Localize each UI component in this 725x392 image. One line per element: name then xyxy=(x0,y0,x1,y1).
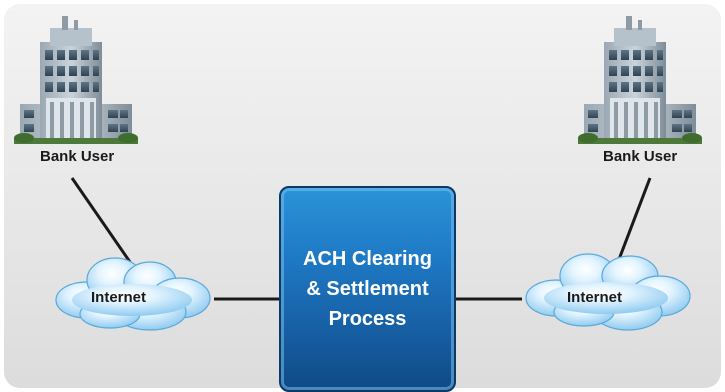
connector-right-bank-to-cloud xyxy=(616,177,652,263)
connector-left-bank-to-cloud xyxy=(70,177,132,263)
process-title-line3: Process xyxy=(328,308,407,330)
process-title-line1: ACH Clearing xyxy=(303,248,432,270)
process-title-line2: & Settlement xyxy=(306,278,429,300)
right-internet-label: Internet xyxy=(567,289,623,306)
ach-process-box xyxy=(279,186,456,392)
right-bank-user-label: Bank User xyxy=(603,148,678,165)
ach-process-text: ACH Clearing & Settlement Process xyxy=(279,186,456,392)
left-internet-label: Internet xyxy=(91,289,147,306)
left-bank-user-label: Bank User xyxy=(40,148,115,165)
